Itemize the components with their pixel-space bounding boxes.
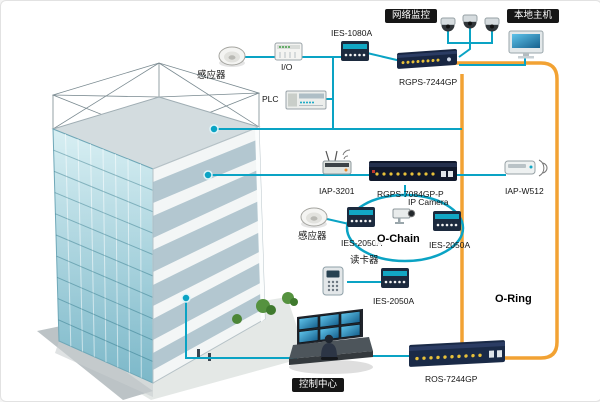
glass-mullions	[65, 133, 142, 378]
label-plc: PLC	[262, 94, 279, 104]
dome-camera-1	[440, 17, 456, 32]
switch-rgps-7084gp-p	[369, 161, 457, 181]
card-reader-device	[322, 266, 344, 296]
local-host-computer	[508, 30, 544, 59]
ap-iap-w512	[504, 159, 548, 177]
dome-camera-3	[484, 17, 500, 32]
dome-camera-2	[462, 14, 478, 29]
switch-ies-2050a-left	[347, 207, 375, 227]
window-bands	[153, 139, 265, 370]
building-network-ports	[181, 124, 219, 303]
plc-device	[285, 90, 327, 110]
ip-camera-device	[392, 208, 416, 224]
network-links	[185, 28, 526, 359]
label-sensor-top: 感应器	[197, 70, 226, 81]
label-ies-2050a-left: IES-2050A	[341, 238, 383, 248]
roof-scaffold	[51, 62, 261, 169]
smoke-sensor-mid	[300, 207, 328, 228]
label-sensor-mid: 感应器	[298, 231, 327, 242]
label-ies-2050a-right: IES-2050A	[429, 240, 471, 250]
label-iap-w512: IAP-W512	[505, 186, 544, 196]
label-ies-2050a-bottom: IES-2050A	[373, 296, 415, 306]
ap-iap-3201	[322, 149, 352, 175]
switch-ies-1080a	[341, 41, 369, 61]
label-o-ring: O-Ring	[493, 293, 534, 306]
trees	[232, 292, 298, 324]
label-card-reader: 读卡器	[350, 255, 379, 266]
label-o-chain: O-Chain	[375, 233, 422, 246]
switch-rgps-7244gp	[397, 48, 457, 69]
switch-ies-2050a-bottom	[381, 268, 409, 288]
tag-network-monitoring: 网络监控	[385, 9, 438, 24]
label-io: I/O	[281, 62, 293, 72]
switch-ies-2050a-right	[433, 211, 461, 231]
label-iap-3201: IAP-3201	[319, 186, 355, 196]
o-chain-ring	[345, 193, 465, 263]
label-ies-1080a: IES-1080A	[331, 28, 373, 38]
building-illustration	[37, 62, 307, 400]
io-module	[274, 42, 303, 61]
label-rgps-7084gp-p: RGPS-7084GP-P	[377, 189, 444, 199]
o-ring-backbone	[453, 61, 559, 360]
control-center-console	[289, 308, 373, 374]
operator-person	[324, 334, 334, 344]
switch-ros-7244gp	[409, 340, 505, 367]
smoke-sensor-top	[218, 46, 246, 67]
label-ros-7244gp: ROS-7244GP	[425, 374, 478, 384]
label-rgps-7244gp: RGPS-7244GP	[399, 77, 458, 87]
tag-local-host: 本地主机	[507, 9, 560, 24]
label-ip-camera: IP Camera	[408, 197, 449, 207]
tag-control-center: 控制中心	[292, 378, 345, 393]
glass-floor-lines	[53, 149, 154, 363]
